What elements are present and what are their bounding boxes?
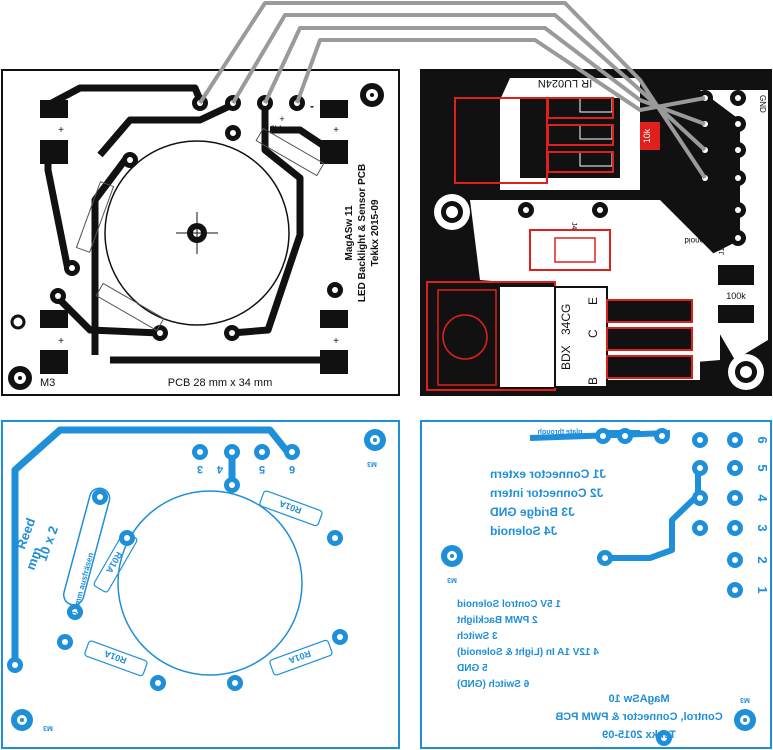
pin-list-5: 5 GND	[457, 663, 488, 674]
pin-number-1: 1	[755, 586, 770, 593]
led-pads	[40, 100, 348, 374]
pad-number-4: 4	[216, 463, 223, 475]
mosfet-pin-s: S	[581, 104, 592, 111]
pcb-size-label: PCB 28 mm x 34 mm	[168, 377, 273, 389]
title-line-1: MagASw 10	[608, 693, 669, 705]
transistor-pin-e: E	[586, 297, 600, 305]
j4-label: J4	[570, 222, 577, 230]
title-line-1: MagASw 11	[344, 205, 355, 260]
sensor-outline	[117, 490, 303, 676]
j3-label: J3	[643, 77, 650, 85]
mount-label: M3	[43, 724, 53, 731]
sensor-outline	[104, 140, 290, 326]
pin-list-4: 4 12V 1A In (Light & Solenoid)	[457, 647, 599, 658]
solenoid-label: Solenoid	[684, 236, 715, 245]
minus-label: -	[310, 99, 314, 113]
title-line-2: Control, Connector & PWM PCB	[555, 711, 722, 723]
title-line-3: Tekkx 2015-09	[602, 729, 676, 741]
pad-number-5: 5	[259, 463, 265, 475]
pin-number-4: 4	[755, 494, 770, 502]
mount-label: M3	[367, 460, 377, 467]
trace	[11, 426, 293, 665]
connector-j3: J3 Bridge GND	[490, 505, 575, 519]
resistor-10k: 10k	[640, 122, 660, 150]
panel-bottom-left: R01A R01A R01A R01A 10 x 2 mm Reed 0.5mm…	[1, 420, 400, 749]
mount-label: M3	[740, 696, 750, 703]
mount-label: M3	[447, 576, 457, 583]
transistor-pin-c: C	[586, 329, 600, 338]
pin-number-2: 2	[755, 556, 770, 563]
resistor-10k-label: 10k	[642, 128, 652, 143]
resistor-outlines	[75, 127, 325, 332]
mosfet-ir-lu024n: IR LU024N S D G	[454, 77, 620, 184]
pin-number-6: 6	[755, 436, 770, 443]
pin-list-6: 6 Switch (GND)	[457, 679, 529, 690]
gnd-label: GND	[758, 95, 767, 113]
pwm-label: PWM Bckl.	[695, 212, 729, 219]
plate-through-label: plate through	[538, 429, 583, 436]
panel-bottom-right: plate through J1 Connector extern J2 Con…	[420, 420, 772, 749]
pad-number-3: 3	[197, 463, 203, 475]
transistor-bdx34cg: BDX 34CG E C B	[426, 281, 693, 391]
led-plus-label: +	[333, 125, 339, 136]
j2-label: J2	[700, 188, 707, 196]
voltage-label: 12V	[265, 124, 281, 134]
connector-j2: J2 Connector intern	[490, 486, 603, 500]
pad-number-6: 6	[289, 463, 295, 475]
pin-number-5: 5	[755, 464, 770, 471]
panel-top-right: IR LU024N S D G 10k BDX 34CG E C B	[420, 69, 772, 396]
title-line-3: Tekkx 2015-09	[370, 199, 381, 267]
resistor-100k-label: 100k	[726, 291, 746, 301]
transistor-name-2: 34CG	[559, 304, 573, 335]
transistor-pin-b: B	[586, 377, 600, 385]
led-plus-label: +	[333, 336, 339, 347]
mosfet-pin-g: G	[581, 158, 592, 166]
pin-number-3: 3	[755, 524, 770, 531]
mosfet-pin-d: D	[581, 131, 592, 138]
pin-list-1: 1 5V Control Solenoid	[457, 599, 561, 610]
panel-top-left: + + + + +	[1, 69, 400, 396]
connection-wires	[198, 1, 707, 180]
j1-label: J1	[719, 248, 726, 256]
mosfet-label: IR LU024N	[538, 77, 592, 89]
resistor-100k: 100k	[718, 265, 754, 323]
connector-j1: J1 Connector extern	[490, 467, 606, 481]
reed-unit-label: mm	[23, 545, 45, 572]
led-plus-label: +	[58, 125, 64, 136]
mount-label: M3	[40, 377, 55, 389]
plus-label: +	[279, 114, 284, 124]
connector-j4: J4 Solenoid	[490, 524, 557, 538]
title-line-2: LED Backlight & Sensor PCB	[357, 164, 368, 302]
transistor-name-1: BDX	[559, 345, 573, 370]
pin-list-2: 2 PWM Backlight	[456, 615, 537, 626]
resistor-j4: J4	[518, 202, 611, 271]
led-plus-label: +	[58, 336, 64, 347]
pin-list-3: 3 Switch	[457, 631, 498, 642]
